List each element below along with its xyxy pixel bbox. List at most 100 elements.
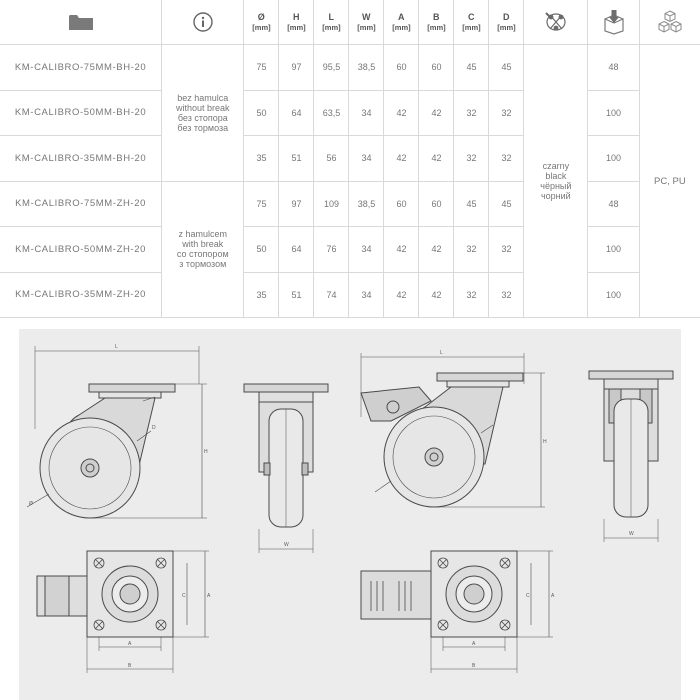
value-a: 42 [383,89,420,136]
header-w: W[mm] [348,0,385,45]
quantity-header [587,0,640,45]
material-header [638,0,700,45]
side-view-no-brake [26,346,207,519]
value-w: 34 [348,135,385,182]
table-row: KM-CALIBRO-35MM-ZH-20 35 51 74 34 42 42 … [0,271,700,318]
dim-label-b: B [128,663,132,669]
value-a: 42 [383,226,420,273]
value-w: 34 [348,89,385,136]
technical-drawings: L H Ø D W L H W A B C A A B C A [26,344,674,673]
value-diameter: 50 [243,89,280,136]
value-quantity: 100 [587,135,640,182]
value-c: 32 [453,135,490,182]
value-diameter: 75 [243,44,280,91]
dim-label-d: D [152,425,156,431]
value-c: 32 [453,271,490,318]
header-l: L[mm] [313,0,350,45]
dim-label-l: L [115,344,118,350]
header-c: C[mm] [453,0,490,45]
value-h: 64 [278,89,315,136]
value-w: 38,5 [348,44,385,91]
table-row: KM-CALIBRO-35MM-BH-20 35 51 56 34 42 42 … [0,135,700,182]
specification-table-panel: Ø[mm] H[mm] L[mm] W[mm] A[mm] B[mm] C[mm… [0,0,700,320]
info-header [161,0,245,45]
value-c: 45 [453,180,490,227]
value-d: 32 [488,226,525,273]
folder-icon [68,15,93,30]
dim-label-b-brake: B [472,663,476,669]
top-view-no-brake [36,550,209,673]
model-code: KM-CALIBRO-75MM-BH-20 [0,44,163,91]
value-h: 64 [278,226,315,273]
colour-header [523,0,589,45]
value-d: 45 [488,180,525,227]
value-b: 42 [418,135,455,182]
front-view-no-brake [243,383,329,553]
value-c: 45 [453,44,490,91]
value-l: 109 [313,180,350,227]
dim-label-h-brake: H [543,439,547,445]
top-view-brake [360,550,553,673]
material-cubes-icon [658,10,682,33]
box-quantity-icon [603,10,624,35]
value-l: 95,5 [313,44,350,91]
dim-label-w-brake: W [629,531,634,537]
header-b: B[mm] [418,0,455,45]
value-quantity: 100 [587,226,640,273]
dim-label-h: H [204,449,208,455]
specification-table: Ø[mm] H[mm] L[mm] W[mm] A[mm] B[mm] C[mm… [0,0,700,318]
value-a: 42 [383,271,420,318]
value-w: 34 [348,271,385,318]
value-d: 32 [488,89,525,136]
value-h: 51 [278,135,315,182]
value-h: 97 [278,44,315,91]
dim-label-diameter: Ø [29,501,33,507]
table-row: KM-CALIBRO-50MM-ZH-20 50 64 76 34 42 42 … [0,226,700,273]
value-diameter: 35 [243,135,280,182]
info-icon [193,12,213,32]
value-h: 51 [278,271,315,318]
value-l: 74 [313,271,350,318]
front-view-brake [588,370,674,542]
value-l: 76 [313,226,350,273]
value-l: 63,5 [313,89,350,136]
value-h: 97 [278,180,315,227]
technical-drawings-panel: L H Ø D W L H W A B C A A B C A [19,329,681,700]
value-b: 42 [418,226,455,273]
dim-label-a-brake: A [472,641,476,647]
value-c: 32 [453,226,490,273]
value-quantity: 48 [587,180,640,227]
value-quantity: 48 [587,44,640,91]
model-code: KM-CALIBRO-50MM-ZH-20 [0,226,163,273]
value-diameter: 50 [243,226,280,273]
dim-label-c: C [182,593,186,599]
dim-label-c-brake: C [526,593,530,599]
table-row: KM-CALIBRO-50MM-BH-20 50 64 63,5 34 42 4… [0,89,700,136]
value-b: 60 [418,180,455,227]
header-d: D[mm] [488,0,525,45]
colour-palette-icon [545,12,566,31]
value-a: 60 [383,44,420,91]
table-header-row: Ø[mm] H[mm] L[mm] W[mm] A[mm] B[mm] C[mm… [0,0,700,45]
header-a: A[mm] [383,0,420,45]
value-w: 34 [348,226,385,273]
dim-label-a-side: A [207,593,211,599]
value-w: 38,5 [348,180,385,227]
value-a: 42 [383,135,420,182]
value-quantity: 100 [587,89,640,136]
value-d: 32 [488,271,525,318]
model-code: KM-CALIBRO-75MM-ZH-20 [0,180,163,227]
value-quantity: 100 [587,271,640,318]
side-view-brake [360,353,545,508]
value-diameter: 75 [243,180,280,227]
dim-label-w: W [284,542,289,548]
value-b: 60 [418,44,455,91]
value-a: 60 [383,180,420,227]
dim-label-a-side-brake: A [551,593,555,599]
value-b: 42 [418,271,455,318]
